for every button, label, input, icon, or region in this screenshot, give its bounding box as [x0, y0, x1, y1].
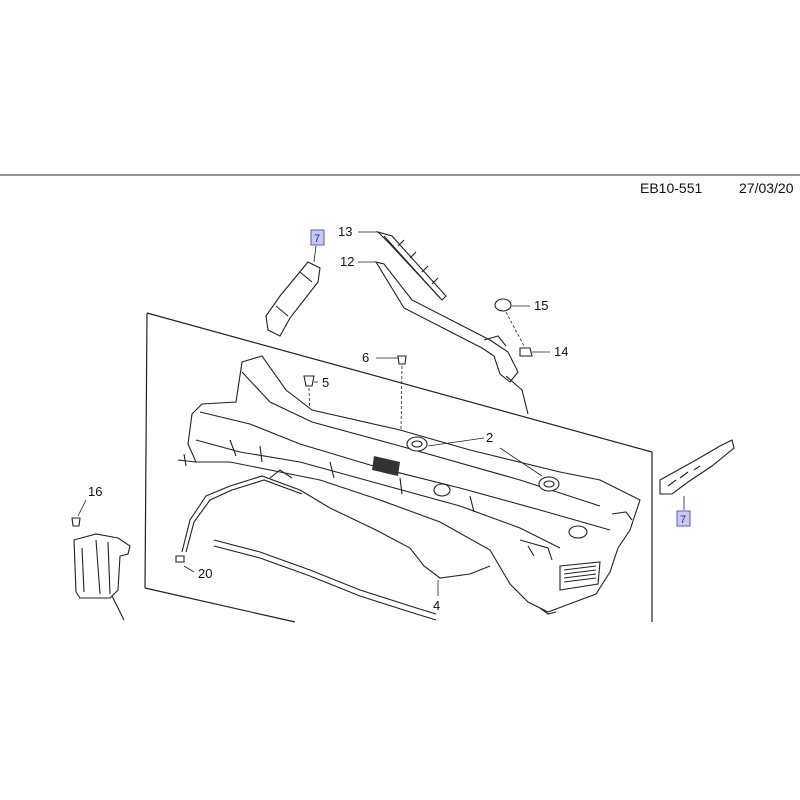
part-14-nut	[519, 347, 533, 357]
diagram-code: EB10-551	[640, 180, 702, 196]
callout-7-right: 7	[680, 514, 686, 526]
leader-2a	[427, 437, 485, 447]
part-16-fastener	[71, 517, 81, 527]
callout-15: 15	[534, 298, 548, 313]
callout-7-left-box	[310, 229, 325, 246]
part-2-grommets	[406, 436, 588, 539]
callout-2: 2	[486, 430, 493, 445]
leader-20	[183, 565, 195, 573]
perspective-frame	[144, 312, 653, 623]
callout-12: 12	[340, 254, 354, 269]
leader-7-left	[313, 245, 317, 263]
callout-16: 16	[88, 484, 102, 499]
part-7-right-deflector	[659, 439, 735, 495]
part-4-washer-hose	[181, 469, 491, 579]
part-20-clip	[175, 555, 185, 563]
callout-4: 4	[433, 598, 440, 613]
part-side-bracket	[73, 533, 131, 621]
part-5-clip	[303, 375, 315, 387]
part-15-cap	[494, 298, 512, 312]
callout-7-left: 7	[314, 233, 320, 245]
diagram-date: 27/03/20	[739, 180, 794, 196]
callout-14: 14	[554, 344, 568, 359]
part-seal-strip	[213, 539, 437, 621]
part-12-wiper-arm	[374, 261, 529, 415]
callout-7-right-box	[676, 510, 691, 527]
part-13-wiper-blade	[376, 230, 447, 301]
leader-2b	[499, 447, 543, 477]
part-6-screw	[397, 355, 407, 365]
axis-15	[505, 311, 525, 347]
leader-16	[77, 499, 87, 517]
callout-5: 5	[322, 375, 329, 390]
callout-13: 13	[338, 224, 352, 239]
part-7-left-deflector	[265, 261, 321, 337]
callout-6: 6	[362, 350, 369, 365]
callout-20: 20	[198, 566, 212, 581]
